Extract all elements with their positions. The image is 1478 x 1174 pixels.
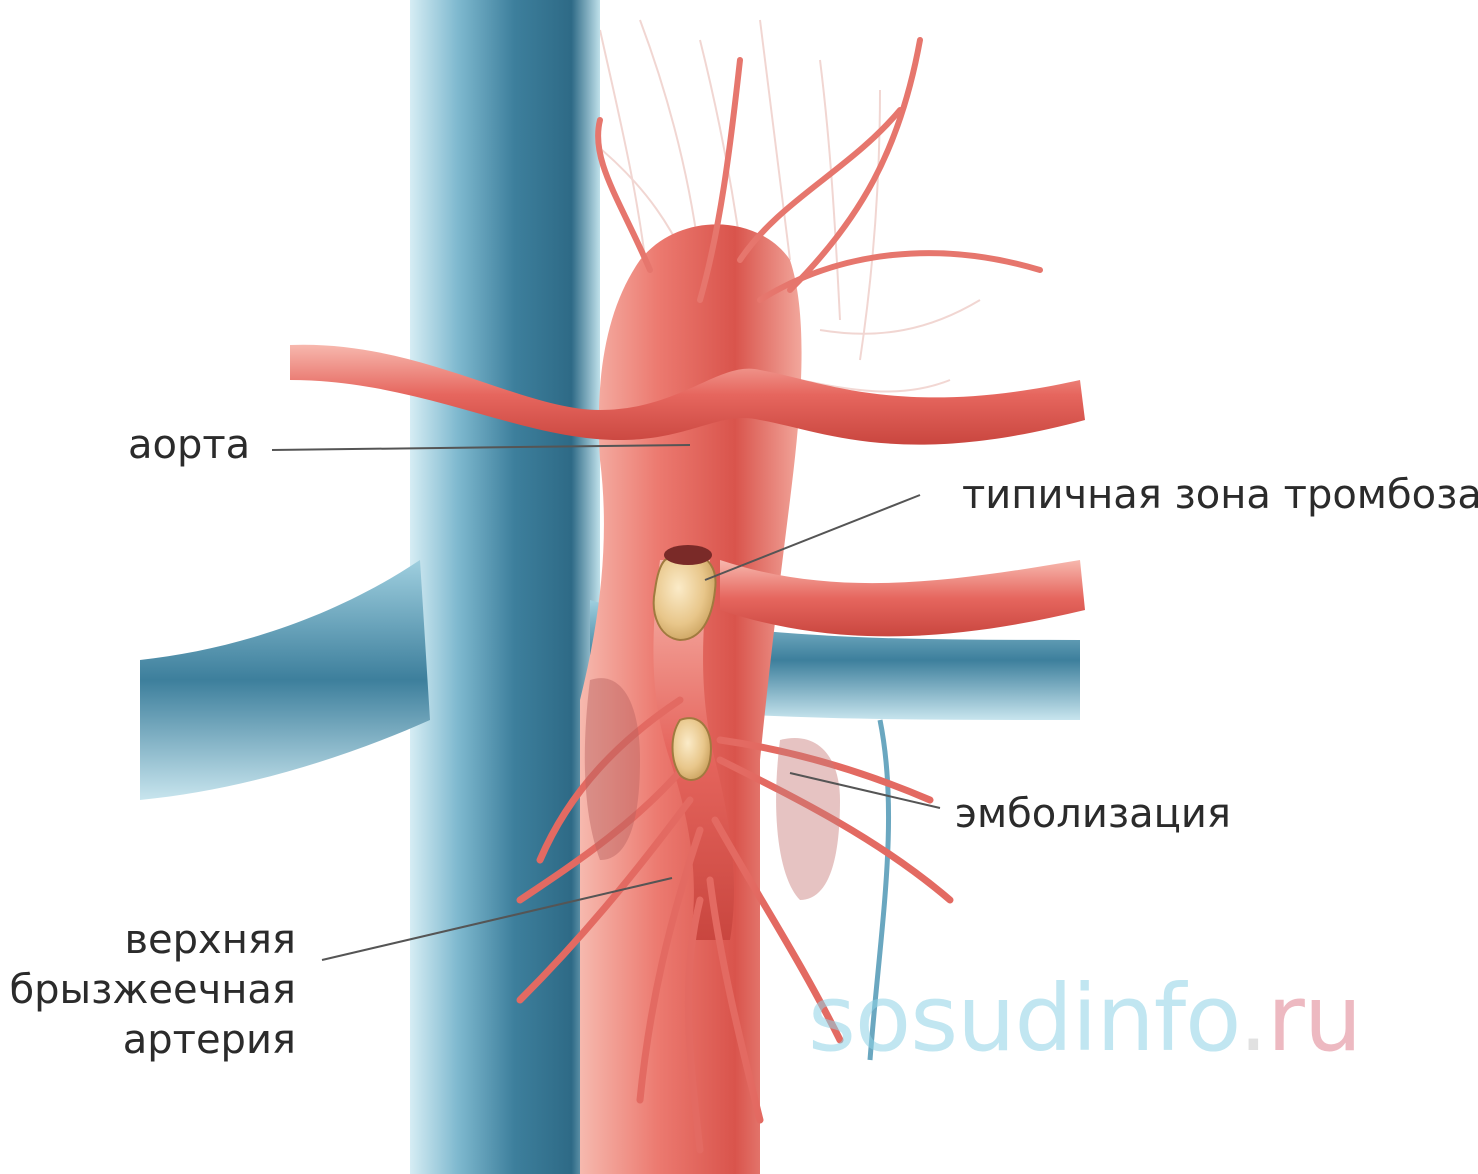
label-sma-line1: верхняя — [9, 915, 296, 965]
label-sma-line2: брызжеечная — [9, 965, 296, 1015]
embolus — [673, 718, 711, 780]
label-sma-line3: артерия — [9, 1015, 296, 1065]
label-embolization: эмболизация — [955, 789, 1231, 839]
label-aorta: аорта — [128, 420, 250, 470]
watermark-tld: ru — [1267, 965, 1361, 1072]
watermark-main: sosudinfo — [808, 965, 1239, 1072]
left-renal-vein — [140, 560, 430, 800]
label-thrombosis-zone: типичная зона тромбоза — [962, 470, 1478, 520]
watermark-dot: . — [1239, 965, 1267, 1072]
vena-cava — [410, 0, 600, 1174]
watermark: sosudinfo.ru — [808, 965, 1361, 1072]
label-superior-mesenteric-artery: верхняя брызжеечная артерия — [9, 915, 296, 1065]
